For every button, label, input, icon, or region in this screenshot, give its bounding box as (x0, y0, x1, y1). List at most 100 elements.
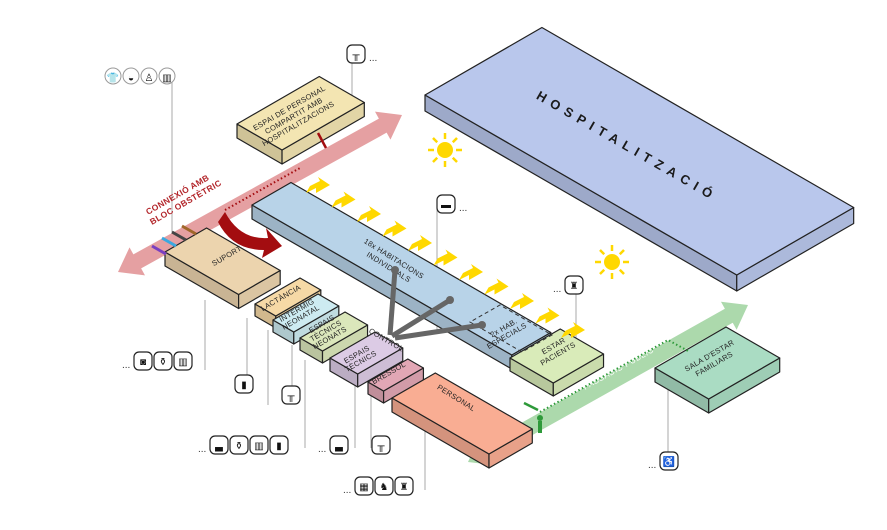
sun-core (437, 142, 453, 158)
sunlight-arrow (382, 220, 407, 237)
public-dotted-path (539, 338, 691, 413)
sun-ray (618, 249, 625, 256)
sunlight-arrow (433, 249, 458, 266)
icon-group: ╥ (281, 385, 301, 405)
flow-arrow (387, 269, 398, 336)
sunlight-arrow (357, 206, 381, 222)
bed-icon (436, 194, 456, 214)
flow-arrow-head (446, 296, 454, 304)
bin-icon (158, 67, 176, 85)
wheelchair-person-icon-glyph: ♿ (663, 455, 675, 468)
bin-icon (173, 351, 193, 371)
block-top (236, 75, 365, 151)
ellipsis: ... (648, 460, 656, 471)
block-top (164, 227, 281, 296)
stool-icon (371, 435, 391, 455)
icon-group: ...▃⚱▥▮ (198, 435, 289, 455)
passadis-tecnic (118, 111, 402, 276)
icon-group: ▮ (234, 374, 254, 394)
clothes-icon (104, 67, 122, 85)
sun-icon (595, 245, 629, 279)
block-bressol: BRESSOL (367, 358, 425, 404)
ellipsis: ... (343, 485, 351, 496)
bottle-icon (234, 374, 254, 394)
washbasin-icon-glyph: ◒ (128, 73, 134, 84)
container-icon-glyph: ◙ (140, 357, 146, 368)
desk-chair-icon-glyph: ♞ (380, 482, 389, 493)
bin-icon-glyph: ▥ (178, 357, 187, 368)
block-top (391, 372, 533, 455)
block-hospitalitzacio: HOSPITALITZACIÓ (424, 26, 855, 292)
bin-icon-glyph: ▥ (254, 441, 263, 452)
stool-icon-glyph: ╥ (286, 391, 295, 402)
block-top (254, 277, 322, 317)
armchair-person-icon (394, 476, 414, 496)
block-top (299, 311, 369, 352)
desk-icon-glyph: ╥ (351, 50, 360, 61)
access-arrow (218, 212, 282, 258)
container-icon (133, 351, 153, 371)
entry-arrow (151, 244, 167, 256)
ellipsis: ... (318, 444, 326, 455)
sun-ray (432, 156, 439, 163)
block-suport: SUPORT (164, 227, 281, 310)
sun-ray (432, 137, 439, 144)
icon-group: ... ▃ (318, 435, 349, 455)
block-personal: PERSONAL (391, 372, 533, 469)
flow-arrow-head (478, 321, 486, 329)
icon-group: ...♜ (553, 275, 584, 295)
bottle-icon (269, 435, 289, 455)
sunlight-arrow (510, 293, 534, 309)
washbasin-icon (122, 67, 140, 85)
wheelchair-person-icon (659, 451, 679, 471)
person-icon (140, 67, 158, 85)
armchair-person-icon-glyph: ♜ (400, 482, 409, 493)
block-especials-outline (468, 304, 554, 353)
flow-arrow (390, 297, 452, 339)
icon-group: 👕◒♙▥ (104, 67, 176, 85)
desk-icon (346, 44, 366, 64)
sink-icon (329, 435, 349, 455)
entry-arrow (171, 230, 187, 242)
mop-bucket-icon (229, 435, 249, 455)
flow-arrow-head (391, 266, 399, 274)
sunlight-arrow (331, 191, 356, 208)
sunlight-arrow (459, 264, 483, 280)
stool-icon (281, 385, 301, 405)
icon-group: ▬... (436, 194, 467, 214)
sunlight-arrow (561, 322, 585, 338)
sun-ray (618, 268, 625, 275)
desk-chair-icon (374, 476, 394, 496)
icon-group: ╥... (346, 44, 377, 64)
armchair-person-icon (564, 275, 584, 295)
sun-ray (451, 137, 458, 144)
sun-ray (451, 156, 458, 163)
clothes-icon-glyph: 👕 (107, 72, 119, 84)
stool-icon-glyph: ╥ (376, 441, 385, 452)
sink-icon-glyph: ▃ (334, 441, 343, 452)
icon-group: ...◙⚱▥ (122, 351, 193, 371)
sink-icon (209, 435, 229, 455)
bed-icon-glyph: ▬ (441, 200, 451, 211)
visitor-icon-body (538, 421, 542, 433)
block-top (251, 181, 552, 356)
mop-bucket-icon-glyph: ⚱ (159, 357, 167, 368)
bin-icon (249, 435, 269, 455)
block-top (272, 293, 340, 333)
mop-bucket-icon (153, 351, 173, 371)
block-top (424, 26, 855, 276)
icon-group: ... ♿ (648, 451, 679, 471)
block-top (329, 331, 404, 375)
icon-group: ╥ (371, 435, 391, 455)
bin-icon-glyph: ▥ (162, 73, 171, 84)
sunlight-arrow (535, 307, 560, 324)
ellipsis: ... (459, 203, 467, 214)
block-top (367, 358, 425, 392)
sink-icon-glyph: ▃ (214, 441, 223, 452)
armchair-person-icon-glyph: ♜ (570, 281, 579, 292)
mop-bucket-icon-glyph: ⚱ (235, 441, 243, 452)
visitor-icon (537, 415, 543, 421)
